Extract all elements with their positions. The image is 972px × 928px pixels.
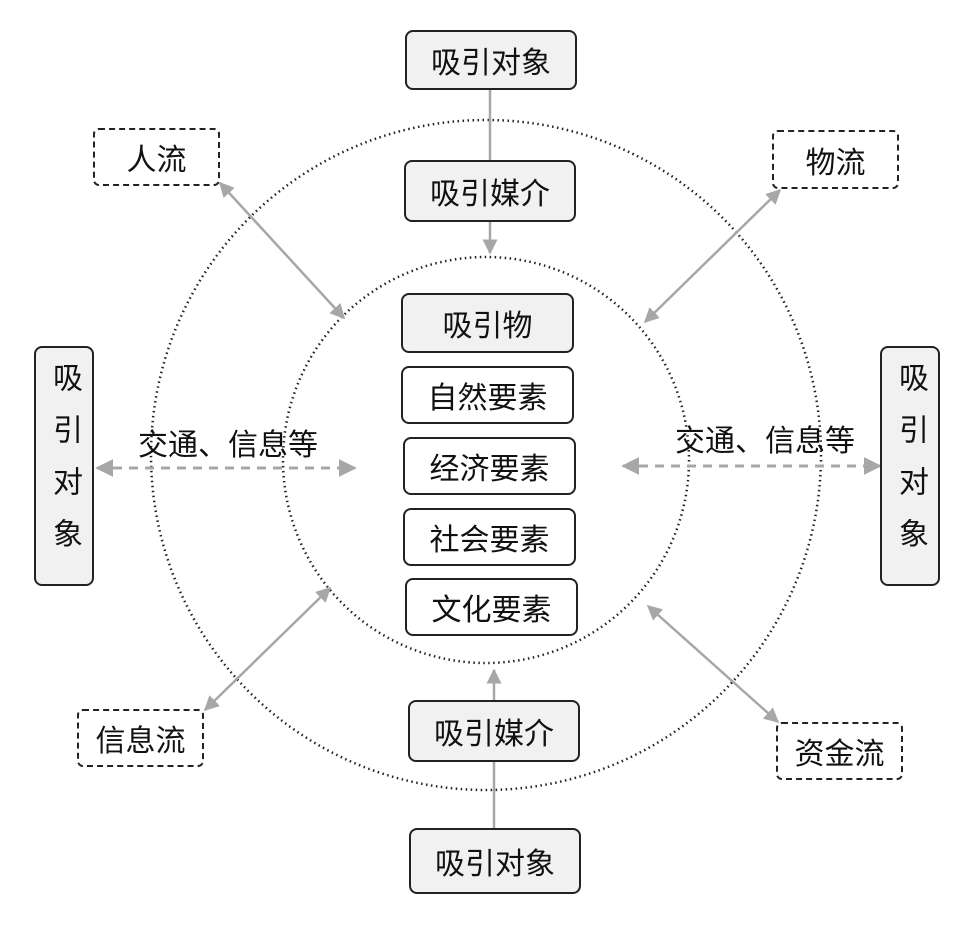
element-social: 社会要素 [403, 508, 576, 566]
element-economic: 经济要素 [403, 437, 576, 495]
element-cultural-label: 文化要素 [431, 593, 552, 628]
medium-bottom-label: 吸引媒介 [434, 717, 554, 752]
element-economic-label: 经济要素 [429, 452, 550, 487]
attraction-object-bottom-label: 吸引对象 [435, 847, 555, 882]
element-natural: 自然要素 [401, 366, 574, 424]
medium-top: 吸引媒介 [404, 160, 576, 222]
transport-label-right: 交通、信息等 [675, 424, 855, 459]
transport-label-left: 交通、信息等 [138, 428, 318, 463]
element-social-label: 社会要素 [429, 523, 550, 558]
outer-ring [149, 118, 823, 792]
attraction-object-left-label: 吸引对象 [47, 362, 82, 570]
attraction-object-right-label: 吸引对象 [893, 362, 928, 570]
flow-capital: 资金流 [776, 722, 903, 780]
medium-bottom: 吸引媒介 [408, 700, 580, 762]
flow-logistics-label: 物流 [805, 145, 866, 181]
attraction-object-top: 吸引对象 [405, 30, 577, 90]
flow-capital-label: 资金流 [794, 737, 885, 772]
people-flow-arrow [218, 181, 346, 320]
attraction-object-top-label: 吸引对象 [431, 46, 551, 81]
flow-people-label: 人流 [126, 143, 187, 178]
element-natural-label: 自然要素 [427, 381, 548, 416]
attraction-object-bottom: 吸引对象 [409, 828, 581, 894]
medium-top-label: 吸引媒介 [430, 177, 550, 212]
attraction-core: 吸引物 [401, 293, 574, 353]
attraction-object-left: 吸引对象 [34, 346, 94, 586]
flow-people: 人流 [93, 128, 220, 186]
flow-information-label: 信息流 [95, 724, 186, 759]
attraction-object-right: 吸引对象 [880, 346, 940, 586]
element-cultural: 文化要素 [405, 578, 578, 636]
flow-information: 信息流 [77, 709, 204, 767]
attraction-core-label: 吸引物 [442, 309, 533, 344]
information-flow-arrow [203, 586, 332, 712]
logistics-flow-arrow [643, 188, 782, 324]
flow-logistics: 物流 [772, 130, 899, 189]
capital-flow-arrow [646, 605, 780, 723]
